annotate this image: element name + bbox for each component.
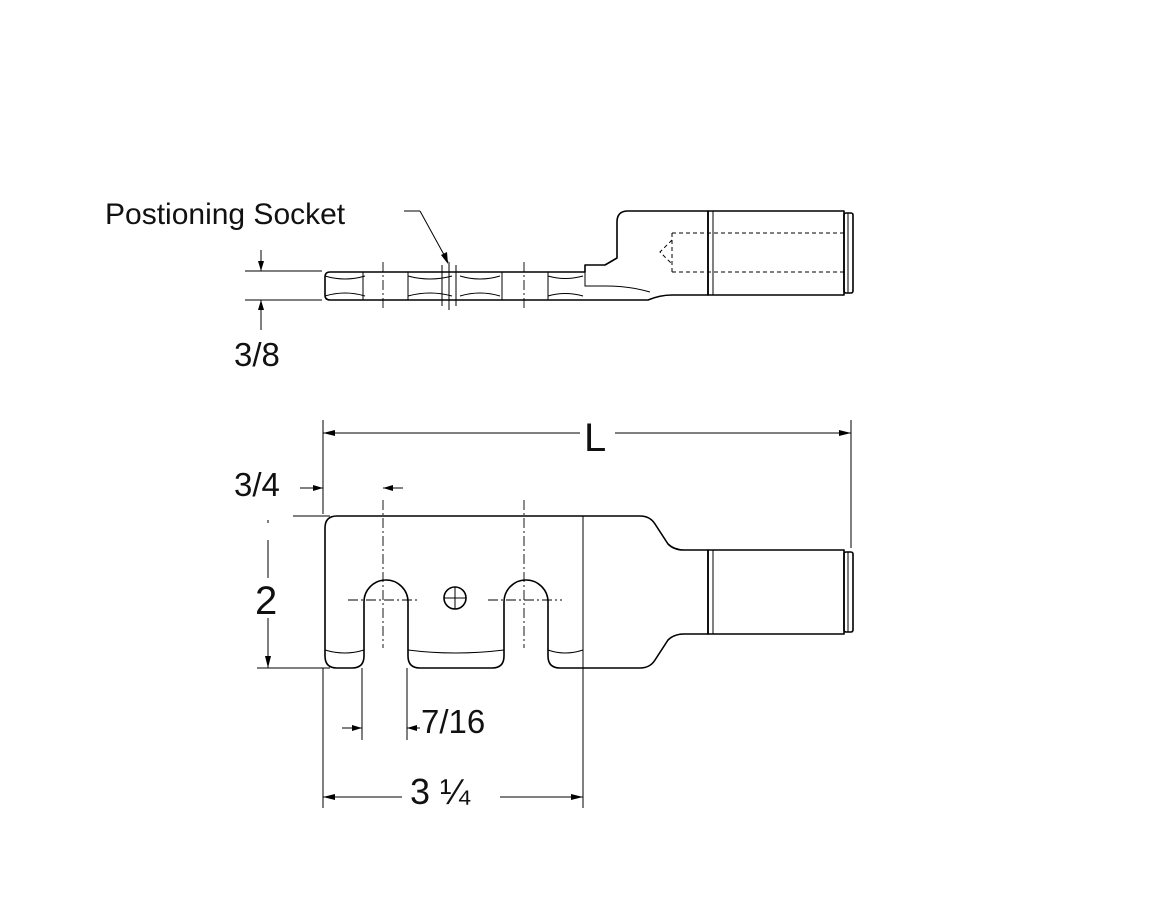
slot-width-label: 7/16 <box>421 703 485 740</box>
socket-leader-arrow <box>441 252 448 264</box>
thickness-dimension <box>245 250 322 330</box>
side-view-slot-edges <box>362 262 549 310</box>
height-label: 2 <box>255 579 277 623</box>
length-dimension <box>322 420 852 548</box>
side-view-pad-outline <box>324 210 709 301</box>
side-view-barrel <box>707 210 845 296</box>
side-view: Postioning Socket 3/8 <box>105 198 854 373</box>
front-view-edge-shading <box>324 649 584 654</box>
length-label: L <box>584 416 606 460</box>
front-view: L 3/4 2 7/16 <box>234 416 854 812</box>
edge-to-slot-dimension <box>300 485 403 491</box>
front-view-barrel <box>707 549 845 635</box>
side-view-slot-shading <box>324 275 584 297</box>
thickness-label: 3/8 <box>234 336 280 373</box>
side-view-hidden-bore <box>659 232 844 273</box>
socket-leader-line <box>419 210 449 263</box>
front-view-plate-outline <box>324 515 709 669</box>
side-view-plate-step <box>584 272 651 293</box>
positioning-socket-label: Postioning Socket <box>105 198 346 231</box>
height-dimension <box>257 515 330 669</box>
side-view-center-lines <box>382 262 525 310</box>
edge-to-slot-label: 3/4 <box>234 466 280 503</box>
pad-length-label: 3 ¼ <box>410 771 471 812</box>
pad-length-dimension <box>322 668 584 808</box>
center-hole-crosshair <box>444 587 466 609</box>
slot-width-dimension <box>342 668 420 740</box>
front-view-center-lines <box>348 500 562 648</box>
